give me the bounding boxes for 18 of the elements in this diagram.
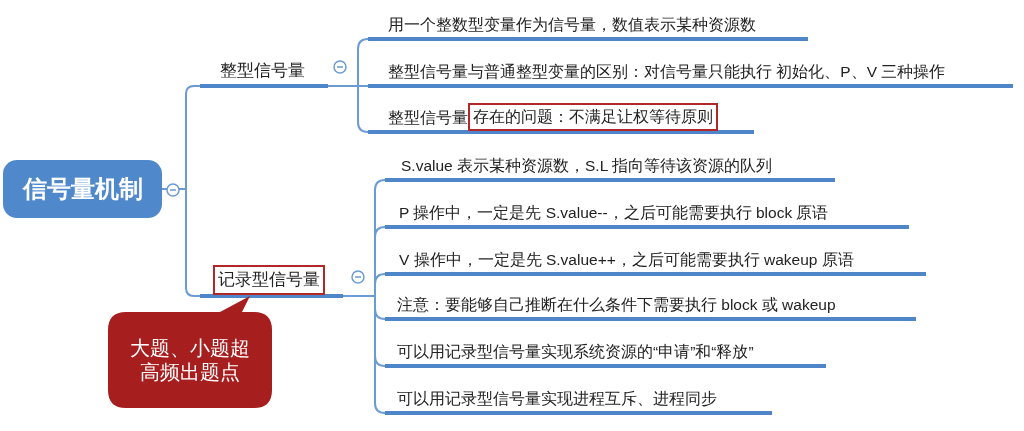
topic-text: 信号量机制: [22, 174, 143, 204]
root-topic-box: [3, 160, 162, 218]
topic-text: 可以用记录型信号量实现系统资源的“申请”和“释放”: [397, 341, 754, 362]
topic-text: V 操作中，一定是先 S.value++，之后可能需要执行 wakeup 原语: [399, 249, 854, 270]
topic-text: 用一个整数型变量作为信号量，数值表示某种资源数: [388, 14, 756, 35]
branch-topic: [200, 262, 343, 298]
highlighted-text: 存在的问题：不满足让权等待原则: [468, 102, 718, 131]
topic-text: 整型信号量: [220, 59, 305, 82]
topic-text: 整型信号量: [388, 107, 468, 128]
topic-text: S.value 表示某种资源数，S.L 指向等待该资源的队列: [401, 155, 772, 176]
topic-text: 可以用记录型信号量实现进程互斥、进程同步: [397, 388, 717, 409]
topic-text: P 操作中，一定是先 S.value--，之后可能需要执行 block 原语: [399, 202, 829, 223]
topic-text: 注意：要能够自己推断在什么条件下需要执行 block 或 wakeup: [397, 294, 836, 315]
callout-bubble: [108, 296, 272, 408]
callout-text: 大题、小题超高频出题点: [129, 336, 251, 384]
topic-text: 整型信号量与普通整型变量的区别：对信号量只能执行 初始化、P、V 三种操作: [388, 61, 946, 82]
subtopic: [368, 100, 754, 134]
highlighted-text: 记录型信号量: [213, 264, 325, 295]
